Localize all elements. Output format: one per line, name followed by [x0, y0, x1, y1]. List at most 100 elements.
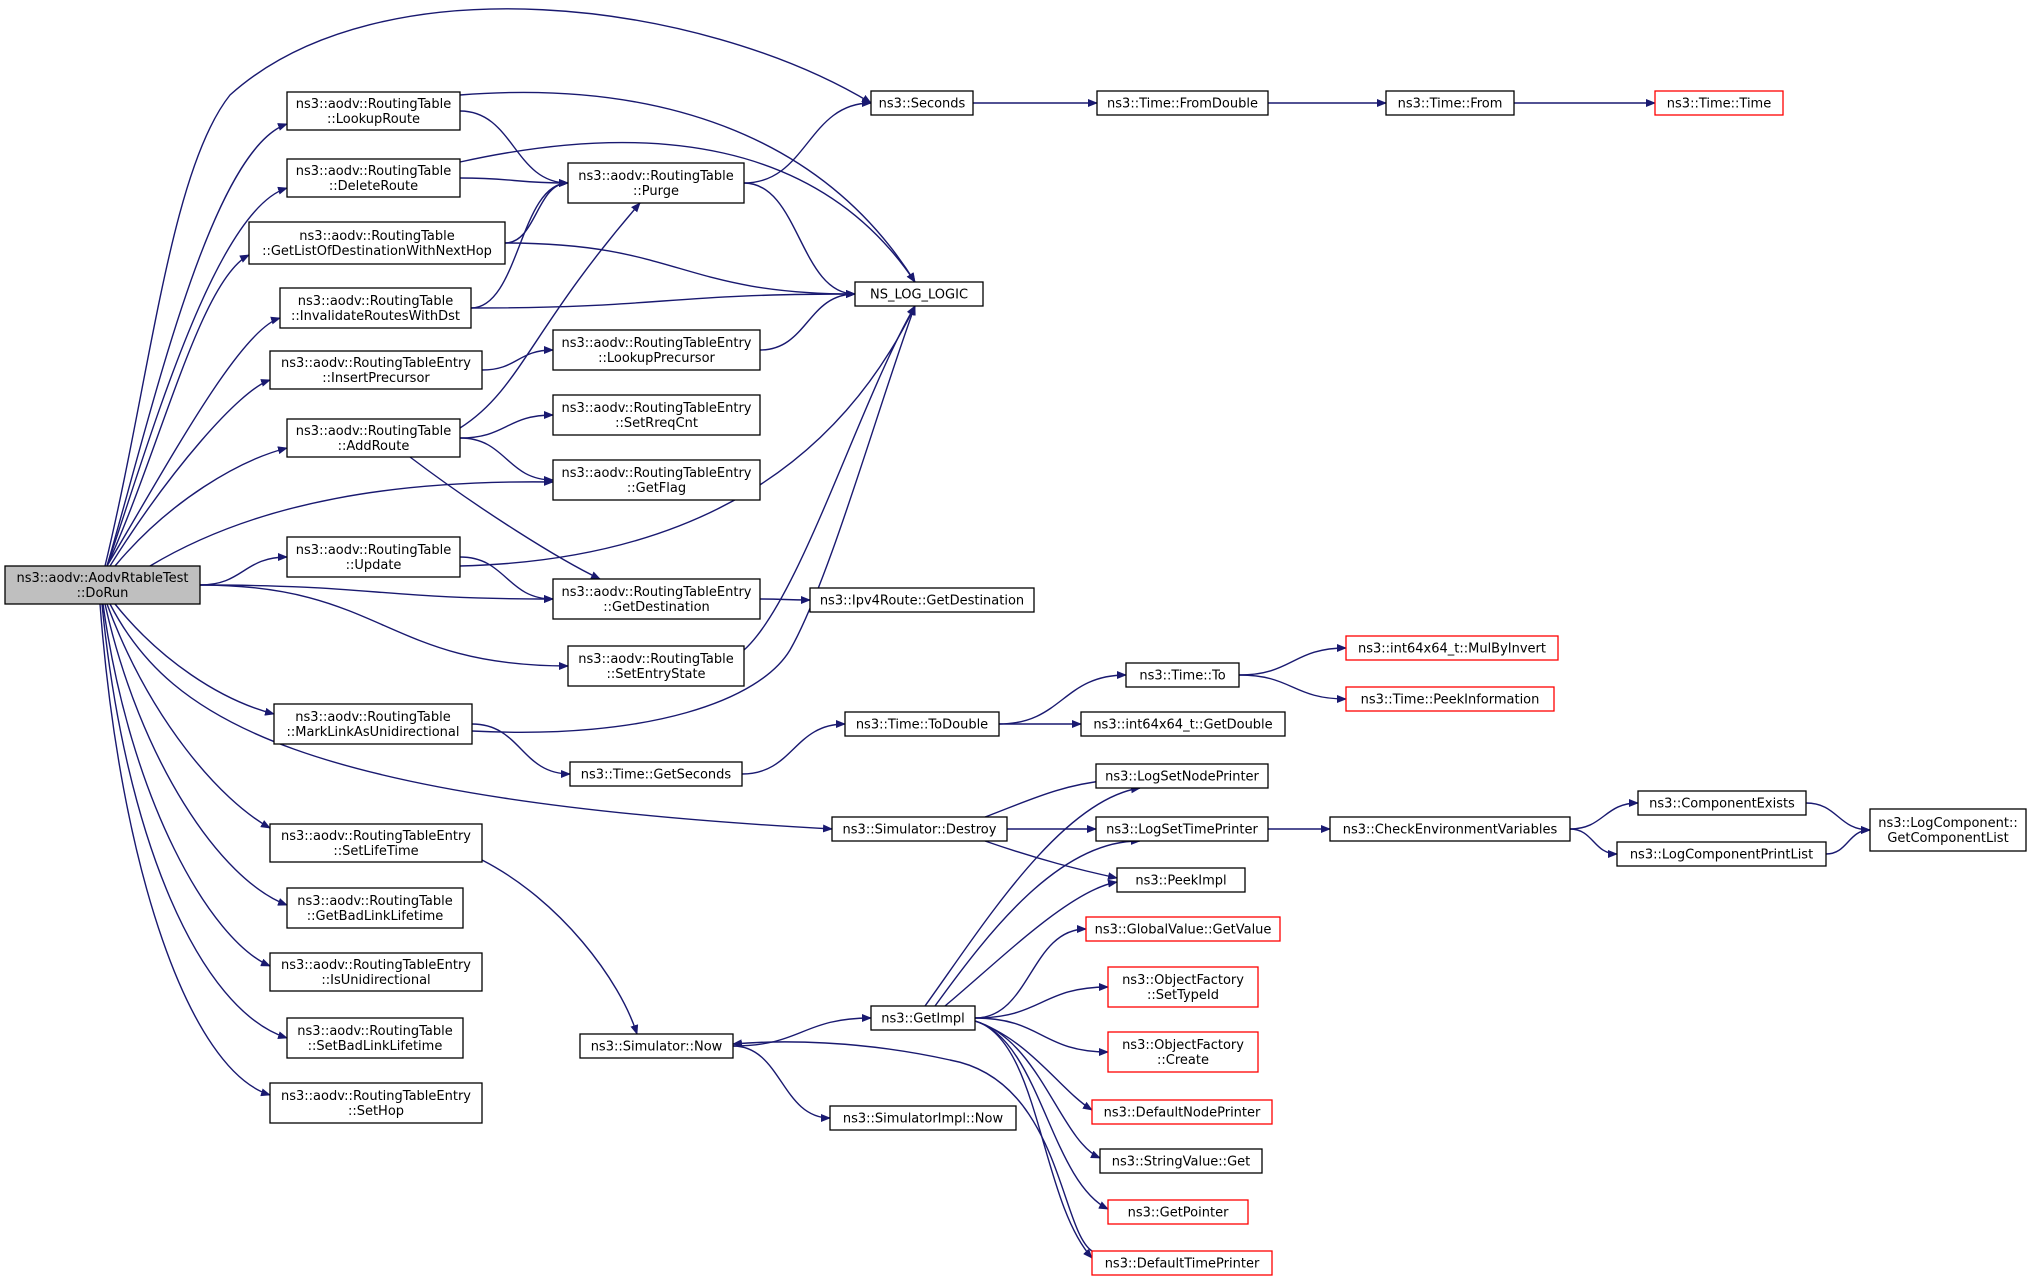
- node-int64GetDouble[interactable]: ns3::int64x64_t::GetDouble: [1080, 711, 1286, 737]
- node-nsLogLogic[interactable]: NS_LOG_LOGIC: [854, 281, 984, 307]
- node-defNodePrinter[interactable]: ns3::DefaultNodePrinter: [1091, 1099, 1273, 1125]
- node-label: ns3::aodv::RoutingTableEntry: [281, 829, 471, 844]
- node-label: ::SetEntryState: [606, 667, 705, 682]
- node-simImplNow[interactable]: ns3::SimulatorImpl::Now: [829, 1105, 1017, 1131]
- node-addRoute[interactable]: ns3::aodv::RoutingTable::AddRoute: [286, 418, 461, 458]
- node-simDestroy[interactable]: ns3::Simulator::Destroy: [831, 816, 1008, 842]
- node-label: ns3::aodv::RoutingTable: [296, 543, 451, 558]
- edge-root-to-lookupRoute: [106, 123, 288, 567]
- node-markLink[interactable]: ns3::aodv::RoutingTable::MarkLinkAsUnidi…: [273, 703, 473, 745]
- edge-root-to-setLifeTime: [106, 603, 271, 829]
- node-setLifeTime[interactable]: ns3::aodv::RoutingTableEntry::SetLifeTim…: [269, 823, 483, 863]
- node-timeTime[interactable]: ns3::Time::Time: [1654, 90, 1784, 116]
- node-logSetNode[interactable]: ns3::LogSetNodePrinter: [1095, 763, 1269, 789]
- edge-simDestroy-to-logSetNode: [984, 776, 1111, 818]
- edge-addRoute-to-setRreqCnt: [459, 411, 554, 439]
- edge-timeTo-to-mulByInvert: [1238, 644, 1347, 676]
- edge-lookupRoute-to-purge: [459, 110, 569, 187]
- node-objSetTypeId[interactable]: ns3::ObjectFactory::SetTypeId: [1107, 966, 1259, 1008]
- edge-root-to-setEntryState: [199, 584, 569, 670]
- node-getDest[interactable]: ns3::aodv::RoutingTableEntry::GetDestina…: [552, 578, 761, 620]
- edge-getImpl-to-objCreate: [974, 1017, 1109, 1056]
- edge-update-to-getDest: [459, 556, 554, 603]
- node-label: ::AddRoute: [338, 439, 410, 454]
- node-lookupRoute[interactable]: ns3::aodv::RoutingTable::LookupRoute: [286, 91, 461, 131]
- node-getFlag[interactable]: ns3::aodv::RoutingTableEntry::GetFlag: [552, 459, 761, 501]
- node-getCompList[interactable]: ns3::LogComponent::GetComponentList: [1869, 808, 2027, 852]
- node-label: ::Purge: [633, 184, 679, 199]
- node-peekInfo[interactable]: ns3::Time::PeekInformation: [1345, 686, 1555, 712]
- node-label: ns3::int64x64_t::MulByInvert: [1358, 642, 1546, 657]
- node-box: [1869, 808, 2027, 852]
- node-label: ns3::aodv::AodvRtableTest: [16, 571, 188, 586]
- node-label: ns3::Seconds: [879, 97, 966, 112]
- node-box: [829, 1105, 1017, 1131]
- node-stringGet[interactable]: ns3::StringValue::Get: [1099, 1148, 1263, 1174]
- node-compExists[interactable]: ns3::ComponentExists: [1637, 790, 1807, 816]
- node-seconds[interactable]: ns3::Seconds: [870, 90, 974, 116]
- node-mulByInvert[interactable]: ns3::int64x64_t::MulByInvert: [1345, 635, 1559, 661]
- node-peekImpl[interactable]: ns3::PeekImpl: [1116, 867, 1246, 893]
- node-invalidate[interactable]: ns3::aodv::RoutingTable::InvalidateRoute…: [279, 287, 472, 329]
- node-checkEnv[interactable]: ns3::CheckEnvironmentVariables: [1329, 816, 1571, 842]
- node-box: [1107, 1199, 1249, 1225]
- node-insertPrecursor[interactable]: ns3::aodv::RoutingTableEntry::InsertPrec…: [269, 350, 483, 390]
- node-globalGetValue[interactable]: ns3::GlobalValue::GetValue: [1085, 916, 1281, 942]
- node-getImpl[interactable]: ns3::GetImpl: [870, 1005, 976, 1031]
- node-lookupPrecursor[interactable]: ns3::aodv::RoutingTableEntry::LookupPrec…: [552, 329, 761, 371]
- node-isUnidir[interactable]: ns3::aodv::RoutingTableEntry::IsUnidirec…: [269, 952, 483, 992]
- node-logCompPrint[interactable]: ns3::LogComponentPrintList: [1616, 841, 1827, 867]
- edge-root-to-update: [199, 553, 288, 586]
- node-timeTo[interactable]: ns3::Time::To: [1125, 662, 1240, 688]
- node-box: [567, 162, 745, 204]
- edge-getImpl-to-logSetNode: [924, 785, 1141, 1007]
- node-defTimePrinter[interactable]: ns3::DefaultTimePrinter: [1091, 1250, 1273, 1276]
- node-toDouble[interactable]: ns3::Time::ToDouble: [844, 711, 1000, 737]
- node-getBadLink[interactable]: ns3::aodv::RoutingTable::GetBadLinkLifet…: [286, 887, 464, 929]
- node-timeGetSeconds[interactable]: ns3::Time::GetSeconds: [569, 761, 743, 787]
- edge-getImpl-to-getPointer: [974, 1020, 1109, 1210]
- node-setRreqCnt[interactable]: ns3::aodv::RoutingTableEntry::SetRreqCnt: [552, 394, 761, 436]
- node-label: ns3::SimulatorImpl::Now: [843, 1112, 1004, 1127]
- node-ipv4GetDest[interactable]: ns3::Ipv4Route::GetDestination: [809, 587, 1035, 613]
- node-box: [273, 703, 473, 745]
- node-label: ::InsertPrecursor: [322, 371, 430, 386]
- node-objCreate[interactable]: ns3::ObjectFactory::Create: [1107, 1031, 1259, 1073]
- node-label: ns3::aodv::RoutingTable: [578, 169, 733, 184]
- edge-root-to-getFlag: [149, 477, 554, 567]
- node-label: ns3::aodv::RoutingTable: [298, 294, 453, 309]
- node-setHop[interactable]: ns3::aodv::RoutingTableEntry::SetHop: [269, 1082, 483, 1124]
- edge-root-to-simDestroy: [109, 603, 833, 833]
- node-label: ns3::DefaultNodePrinter: [1104, 1106, 1261, 1121]
- node-setEntryState[interactable]: ns3::aodv::RoutingTable::SetEntryState: [567, 645, 745, 687]
- edge-insertPrecursor-to-lookupPrecursor: [481, 346, 554, 371]
- edge-markLink-to-nsLogLogic: [471, 305, 916, 733]
- node-setBadLink[interactable]: ns3::aodv::RoutingTable::SetBadLinkLifet…: [286, 1017, 464, 1059]
- node-getPointer[interactable]: ns3::GetPointer: [1107, 1199, 1249, 1225]
- node-label: ns3::aodv::RoutingTable: [299, 229, 454, 244]
- node-getListNextHop[interactable]: ns3::aodv::RoutingTable::GetListOfDestin…: [248, 221, 506, 265]
- node-update[interactable]: ns3::aodv::RoutingTable::Update: [286, 536, 461, 578]
- node-box: [552, 578, 761, 620]
- node-box: [1637, 790, 1807, 816]
- node-box: [269, 1082, 483, 1124]
- edge-addRoute-to-getFlag: [459, 437, 554, 484]
- edge-lookupRoute-to-nsLogLogic: [459, 91, 916, 283]
- node-simNow[interactable]: ns3::Simulator::Now: [579, 1033, 734, 1059]
- node-timeFrom[interactable]: ns3::Time::From: [1385, 90, 1515, 116]
- node-fromDouble[interactable]: ns3::Time::FromDouble: [1096, 90, 1269, 116]
- node-box: [579, 1033, 734, 1059]
- node-purge[interactable]: ns3::aodv::RoutingTable::Purge: [567, 162, 745, 204]
- edge-defTimePrinter-to-simNow: [732, 1039, 1093, 1252]
- node-box: [269, 350, 483, 390]
- edge-setEntryState-to-nsLogLogic: [743, 305, 916, 651]
- node-deleteRoute[interactable]: ns3::aodv::RoutingTable::DeleteRoute: [286, 158, 461, 198]
- edge-getImpl-to-defNodePrinter: [974, 1020, 1093, 1111]
- edge-deleteRoute-to-purge: [459, 177, 569, 187]
- node-logSetTime[interactable]: ns3::LogSetTimePrinter: [1095, 816, 1269, 842]
- node-label: ::LookupRoute: [327, 112, 420, 127]
- node-label: ns3::aodv::RoutingTable: [578, 652, 733, 667]
- node-label: ns3::GlobalValue::GetValue: [1095, 923, 1272, 938]
- node-label: ns3::Simulator::Now: [591, 1040, 723, 1055]
- node-label: ns3::aodv::RoutingTable: [296, 164, 451, 179]
